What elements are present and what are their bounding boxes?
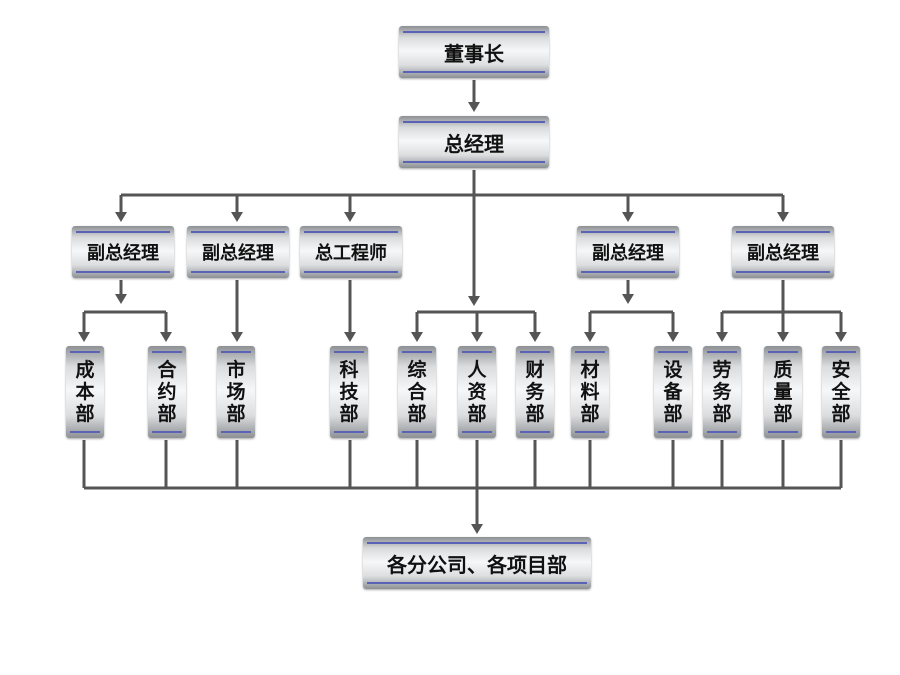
arrow-head bbox=[835, 332, 847, 342]
manager-box: 副总经理 bbox=[577, 226, 679, 278]
general-manager-box: 总经理 bbox=[399, 116, 549, 168]
department-box: 设备部 bbox=[654, 346, 692, 438]
arrow-head bbox=[344, 332, 356, 342]
arrow-head bbox=[777, 212, 789, 222]
department-box: 财务部 bbox=[516, 346, 554, 438]
arrow-head bbox=[529, 332, 541, 342]
arrow-head bbox=[411, 332, 423, 342]
arrow-head bbox=[471, 524, 483, 534]
department-box: 科技部 bbox=[330, 346, 368, 438]
arrow-head bbox=[584, 332, 596, 342]
department-box: 劳务部 bbox=[703, 346, 741, 438]
department-box: 成本部 bbox=[66, 346, 104, 438]
arrow-head bbox=[231, 332, 243, 342]
chief-engineer-box: 总工程师 bbox=[300, 226, 402, 278]
chairman-box: 董事长 bbox=[399, 26, 549, 78]
arrow-head bbox=[160, 332, 172, 342]
department-box: 综合部 bbox=[398, 346, 436, 438]
department-box: 人资部 bbox=[458, 346, 496, 438]
manager-box: 副总经理 bbox=[72, 226, 174, 278]
arrow-head bbox=[344, 212, 356, 222]
arrow-head bbox=[667, 332, 679, 342]
arrow-head bbox=[231, 212, 243, 222]
department-box: 材料部 bbox=[571, 346, 609, 438]
arrow-head bbox=[468, 296, 480, 306]
arrow-head bbox=[471, 332, 483, 342]
subsidiaries-box: 各分公司、各项目部 bbox=[363, 537, 591, 589]
department-box: 安全部 bbox=[822, 346, 860, 438]
arrow-head bbox=[115, 294, 127, 304]
arrow-head bbox=[115, 212, 127, 222]
arrow-head bbox=[777, 332, 789, 342]
department-box: 质量部 bbox=[764, 346, 802, 438]
arrow-head bbox=[716, 332, 728, 342]
manager-box: 副总经理 bbox=[187, 226, 289, 278]
manager-box: 副总经理 bbox=[732, 226, 834, 278]
arrow-head bbox=[622, 212, 634, 222]
department-box: 合约部 bbox=[148, 346, 186, 438]
arrow-head bbox=[622, 294, 634, 304]
department-box: 市场部 bbox=[217, 346, 255, 438]
arrow-head bbox=[468, 102, 480, 112]
arrow-head bbox=[78, 332, 90, 342]
